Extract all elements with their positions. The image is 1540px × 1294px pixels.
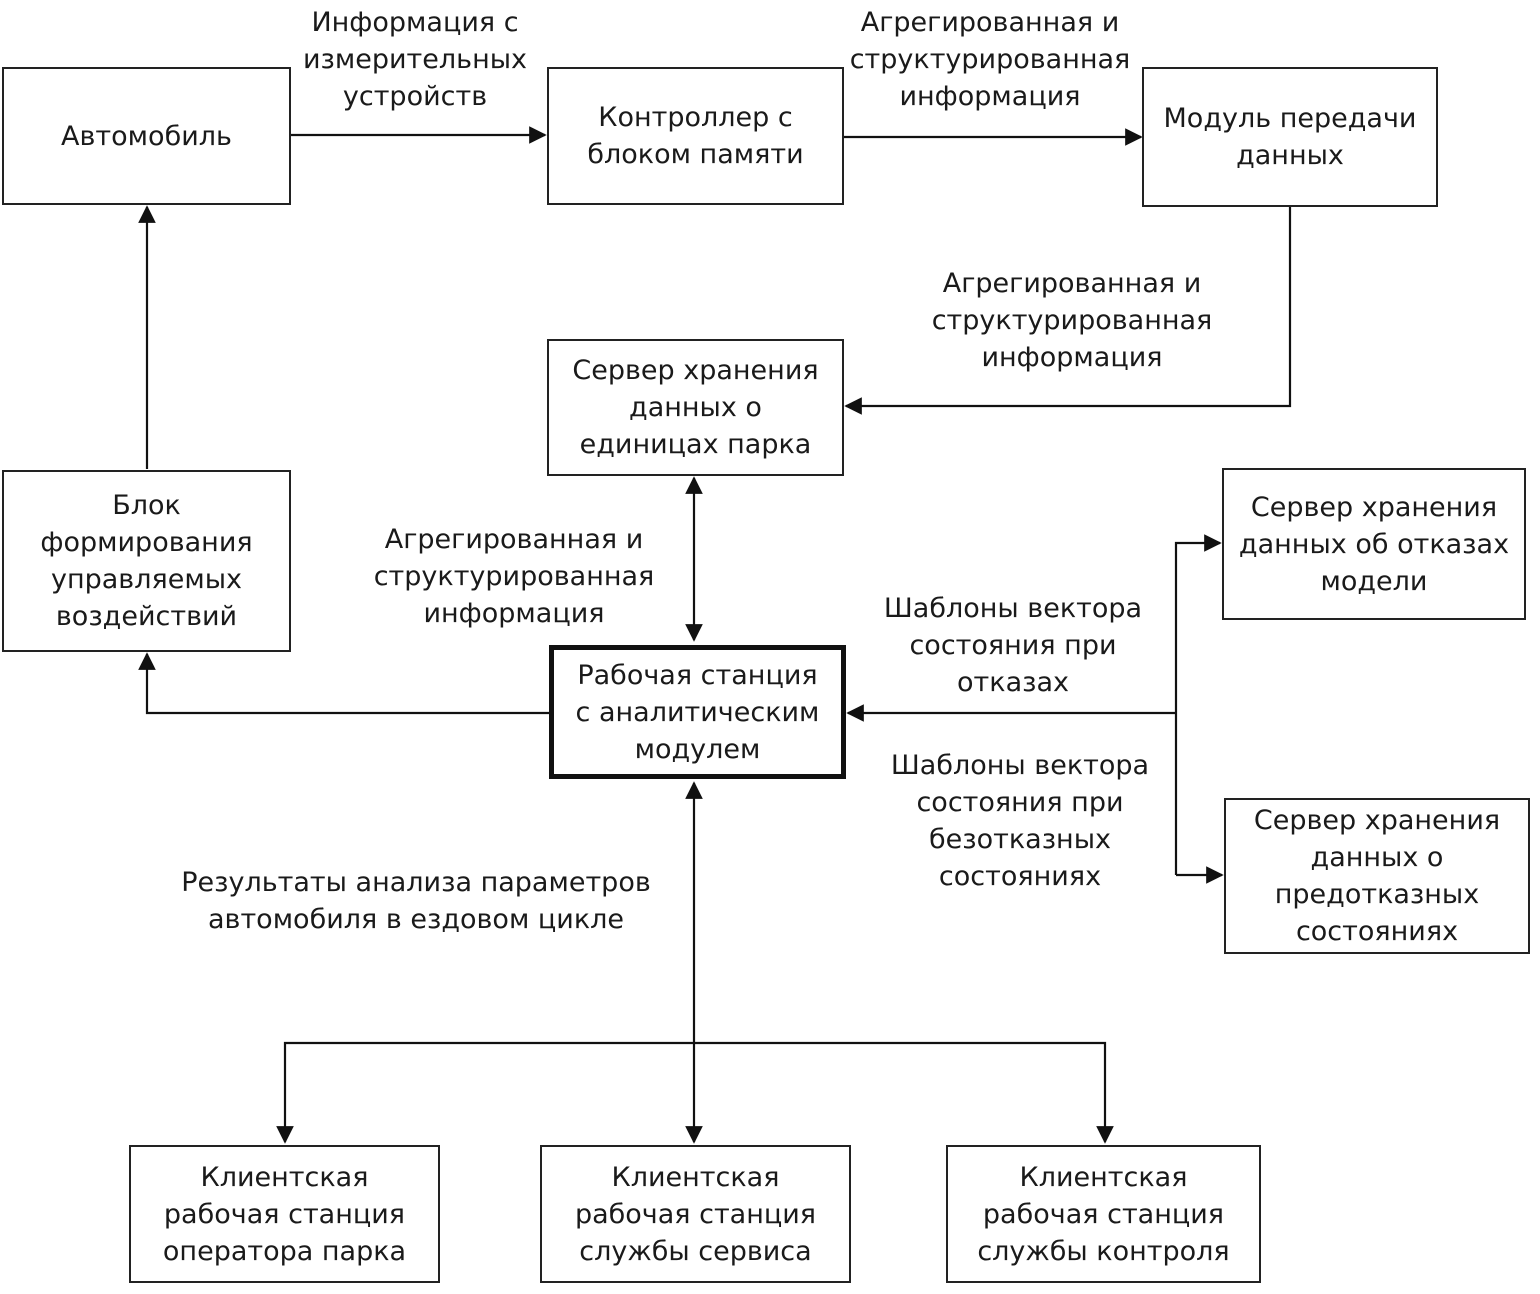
fleet-data-server-box-text-line: единицах парка [579, 429, 812, 460]
client-operator-box-text-line: рабочая станция [163, 1198, 406, 1230]
label-measurement-info: Информация с измерительных устройств [303, 4, 527, 115]
analytics-workstation-box: Рабочая станция с аналитическим модулем [549, 645, 846, 779]
data-transfer-module-box-text-line: данных [1236, 140, 1344, 171]
control-action-block-box-text-line: воздействий [55, 601, 238, 632]
analytics-workstation-box-text-line: Рабочая станция [577, 659, 818, 691]
client-operator-box: Клиентская рабочая станция оператора парка [129, 1145, 440, 1283]
car-box: Автомобиль [2, 67, 291, 205]
label-templates-failures-text-line: отказах [957, 667, 1069, 698]
label-aggregated-top: Агрегированная и структурированная информа… [850, 4, 1131, 115]
label-aggregated-right-text-line: структурированная [931, 305, 1213, 336]
client-control-box: Клиентская рабочая станция службы контроля [946, 1145, 1261, 1283]
failure-data-server-box: Сервер хранения данных об отказах модели [1222, 468, 1526, 620]
analytics-workstation-box-text-line: модулем [634, 733, 761, 765]
fleet-data-server-box-text-line: данных о [629, 392, 762, 423]
label-analysis-results-text-line: автомобиля в ездовом цикле [207, 904, 624, 935]
prefailure-data-server-box-text-line: предотказных [1274, 879, 1480, 910]
edge-transfer-to-fleet-server [844, 206, 1292, 415]
car-box-text-line: Автомобиль [61, 120, 232, 152]
failure-data-server-box-text-line: данных об отказах [1238, 528, 1510, 560]
label-aggregated-right-text-line: Агрегированная и [942, 268, 1202, 299]
data-transfer-module-box-text-line: Модуль передачи [1163, 103, 1417, 134]
client-control-box-text-line: рабочая станция [982, 1198, 1225, 1230]
edge-bus-to-control-client [694, 1041, 1114, 1144]
label-aggregated-center-text-line: Агрегированная и [384, 524, 644, 555]
label-aggregated-center-text-line: структурированная [373, 561, 655, 592]
label-templates-faultless-text-line: Шаблоны вектора [890, 750, 1150, 781]
client-control-box-text-line: Клиентская [1019, 1161, 1188, 1193]
controller-box: Контроллер с блоком памяти [547, 67, 844, 205]
edge-workstation-to-control-block [138, 652, 550, 715]
controller-box-text-line: блоком памяти [587, 139, 804, 170]
label-aggregated-top-text-line: Агрегированная и [860, 7, 1120, 38]
control-action-block-box: Блок формирования управляемых воздействий [2, 470, 291, 652]
label-templates-faultless-text-line: безотказных [928, 824, 1112, 855]
failure-data-server-box-text-line: Сервер хранения [1250, 491, 1498, 523]
client-service-box-text-line: рабочая станция [574, 1198, 817, 1230]
label-templates-faultless-text-line: состояния при [916, 787, 1124, 818]
label-measurement-info-text-line: Информация с [311, 7, 519, 38]
control-action-block-box-text-line: Блок [112, 490, 181, 521]
label-measurement-info-text-line: измерительных [302, 44, 528, 75]
client-control-box-text-line: службы контроля [977, 1235, 1230, 1267]
client-operator-box-text-line: оператора парка [162, 1235, 407, 1267]
prefailure-data-server-box-text-line: Сервер хранения [1253, 805, 1501, 836]
label-templates-failures-text-line: Шаблоны вектора [883, 593, 1143, 624]
label-templates-failures: Шаблоны вектора состояния при отказах [884, 590, 1142, 701]
prefailure-data-server-box: Сервер хранения данных о предотказных состо… [1224, 798, 1530, 954]
edge-bus-to-operator-client [276, 1041, 694, 1144]
prefailure-data-server-box-text-line: состояниях [1295, 916, 1459, 947]
label-aggregated-center: Агрегированная и структурированная информа… [374, 521, 655, 632]
label-aggregated-center-text-line: информация [423, 598, 605, 629]
label-templates-faultless: Шаблоны вектора состояния при безотказных с… [891, 747, 1149, 895]
label-analysis-results-text-line: Результаты анализа параметров [181, 867, 651, 898]
controller-box-text-line: Контроллер с [598, 102, 793, 133]
data-transfer-module-box: Модуль передачи данных [1142, 67, 1438, 207]
client-service-box: Клиентская рабочая станция службы сервиса [540, 1145, 851, 1283]
control-action-block-box-text-line: формирования [40, 527, 253, 558]
label-templates-failures-text-line: состояния при [909, 630, 1117, 661]
fleet-data-server-box: Сервер хранения данных о единицах парка [547, 339, 844, 476]
label-aggregated-right-text-line: информация [981, 342, 1163, 373]
failure-data-server-box-text-line: модели [1320, 565, 1428, 597]
label-aggregated-top-text-line: структурированная [849, 44, 1131, 75]
fleet-data-server-box-text-line: Сервер хранения [572, 355, 819, 386]
label-aggregated-top-text-line: информация [899, 81, 1081, 112]
label-templates-faultless-text-line: состояниях [938, 861, 1102, 892]
client-service-box-text-line: службы сервиса [579, 1235, 812, 1267]
analytics-workstation-box-text-line: с аналитическим [575, 696, 820, 728]
label-measurement-info-text-line: устройств [342, 81, 488, 112]
label-aggregated-right: Агрегированная и структурированная информа… [932, 265, 1213, 376]
client-operator-box-text-line: Клиентская [200, 1161, 369, 1193]
edge-bus-to-failures-server [1174, 534, 1222, 875]
label-analysis-results: Результаты анализа параметров автомобиля … [181, 864, 651, 938]
control-action-block-box-text-line: управляемых [50, 564, 242, 595]
client-service-box-text-line: Клиентская [611, 1161, 780, 1193]
prefailure-data-server-box-text-line: данных о [1310, 842, 1444, 873]
